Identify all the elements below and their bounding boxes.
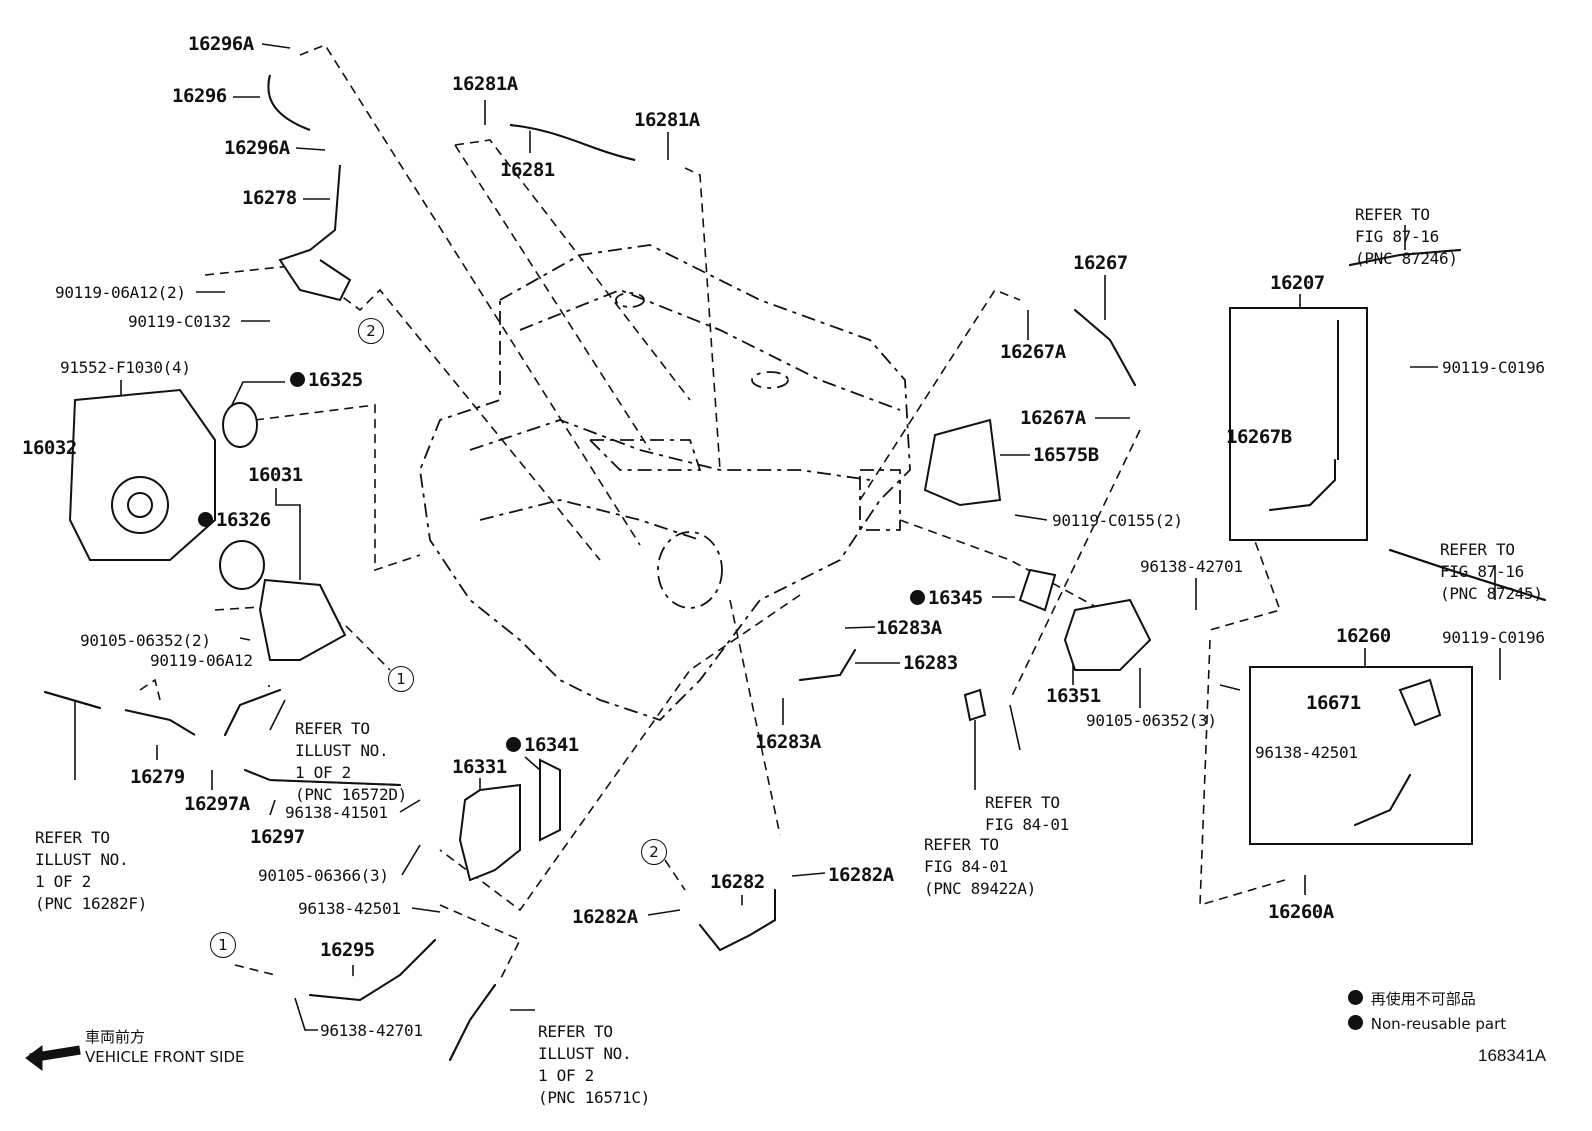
part-16331: 16331 [452,756,507,778]
part-16282: 16282 [710,871,765,893]
part-91552-F1030-4: 91552-F1030(4) [60,358,191,377]
part-90105-06366-3: 90105-06366(3) [258,866,389,885]
part-96138-42501-a: 96138-42501 [298,899,401,918]
part-16671: 16671 [1306,692,1361,714]
figure-id: 168341A [1478,1046,1547,1065]
part-90119-C0155-2: 90119-C0155(2) [1052,511,1183,530]
part-90119-C0196-b: 90119-C0196 [1442,628,1545,647]
part-96138-41501: 96138-41501 [285,803,388,822]
front-label-en: VEHICLE FRONT SIDE [85,1048,245,1066]
part-16575B: 16575B [1033,444,1099,466]
legend-dot [1348,990,1363,1005]
callout-2-lower: 2 [641,839,667,865]
non-reusable-dot [910,590,925,605]
part-90119-06A12-2: 90119-06A12(2) [55,283,186,302]
part-16283: 16283 [903,652,958,674]
part-16260: 16260 [1336,625,1391,647]
legend-dot [1348,1015,1363,1030]
part-16325: 16325 [290,370,363,390]
part-16279: 16279 [130,766,185,788]
part-90105-06352-3: 90105-06352(3) [1086,711,1217,730]
part-16297: 16297 [250,826,305,848]
leader-lines [74,43,1501,1031]
parts-diagram: 16296A 16296 16296A 16278 90119-06A12(2)… [22,33,1547,1107]
part-16278: 16278 [242,187,297,209]
callout-1-right: 1 [388,666,414,692]
part-16281A-left: 16281A [452,73,518,95]
part-16031: 16031 [248,464,303,486]
part-16283A-top: 16283A [876,617,942,639]
part-96138-42701-b: 96138-42701 [1140,557,1243,576]
part-90105-06352-2: 90105-06352(2) [80,631,211,650]
parts-shapes [25,74,1546,1071]
part-16267A-top: 16267A [1000,341,1066,363]
part-90119-C0132: 90119-C0132 [128,312,231,331]
part-16295: 16295 [320,939,375,961]
part-16032: 16032 [22,437,77,459]
part-16297A: 16297A [184,793,250,815]
non-reusable-dot [290,372,305,387]
part-16260A: 16260A [1268,901,1334,923]
diagram-linework [25,43,1546,1071]
part-16281A-right: 16281A [634,109,700,131]
part-96138-42701-a: 96138-42701 [320,1021,423,1040]
part-16207: 16207 [1270,272,1325,294]
part-16341: 16341 [506,735,579,755]
part-16296A-low: 16296A [224,137,290,159]
non-reusable-dot [506,737,521,752]
dashed-leaders [139,44,1286,981]
part-16326: 16326 [198,510,271,530]
part-16283A-low: 16283A [755,731,821,753]
part-16345: 16345 [910,588,983,608]
part-16351: 16351 [1046,685,1101,707]
part-90119-C0196-a: 90119-C0196 [1442,358,1545,377]
part-16281: 16281 [500,159,555,181]
callout-2-upper: 2 [358,318,384,344]
part-16267: 16267 [1073,252,1128,274]
part-16282A-right: 16282A [828,864,894,886]
part-16267B: 16267B [1226,426,1292,448]
front-label-jp: 車両前方 [85,1028,146,1046]
part-16267A-mid: 16267A [1020,407,1086,429]
callout-1-lower: 1 [210,932,236,958]
engine-block-outline [419,244,911,722]
part-16296: 16296 [172,85,227,107]
part-90119-06A12: 90119-06A12 [150,651,253,670]
legend-en: Non-reusable part [1348,1012,1506,1036]
part-16282A-left: 16282A [572,906,638,928]
part-96138-42501-b: 96138-42501 [1255,743,1358,762]
non-reusable-dot [198,512,213,527]
legend-jp: 再使用不可部品 [1348,987,1476,1011]
part-16296A-top: 16296A [188,33,254,55]
